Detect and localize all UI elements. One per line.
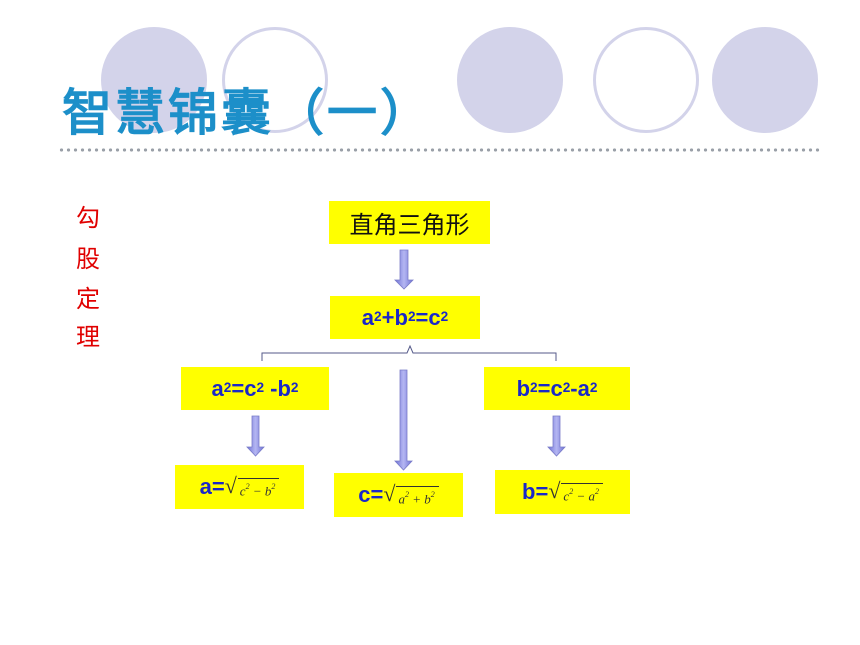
arrow-down-icon: [246, 415, 265, 457]
square-root-icon: √a2 + b2: [383, 482, 439, 507]
side-label-char: 定: [76, 285, 100, 313]
square-root-icon: √c2 − a2: [548, 479, 603, 504]
node-right-triangle: 直角三角形: [329, 201, 490, 244]
dotted-divider: [58, 147, 820, 153]
arrow-down-icon: [547, 415, 566, 457]
side-label-char: 理: [76, 323, 100, 351]
square-root-icon: √c2 − b2: [225, 474, 280, 499]
decor-circle-3: [457, 27, 563, 133]
decor-circle-4: [593, 27, 699, 133]
brace-connector: [261, 344, 557, 361]
decor-circle-1: [101, 27, 207, 133]
node-result-b: b= √c2 − a2: [495, 470, 630, 514]
node-result-c: c= √a2 + b2: [334, 473, 463, 517]
node-label: 直角三角形: [349, 211, 470, 239]
arrow-down-icon: [394, 249, 414, 290]
decor-circle-5: [712, 27, 818, 133]
arrow-down-icon: [394, 369, 413, 471]
side-label-char: 股: [76, 245, 100, 273]
decor-circle-2: [222, 27, 328, 133]
page-title: 智慧锦囊（一）: [62, 83, 433, 142]
side-label-char: 勾: [76, 204, 100, 232]
node-result-a: a= √c2 − b2: [175, 465, 304, 509]
